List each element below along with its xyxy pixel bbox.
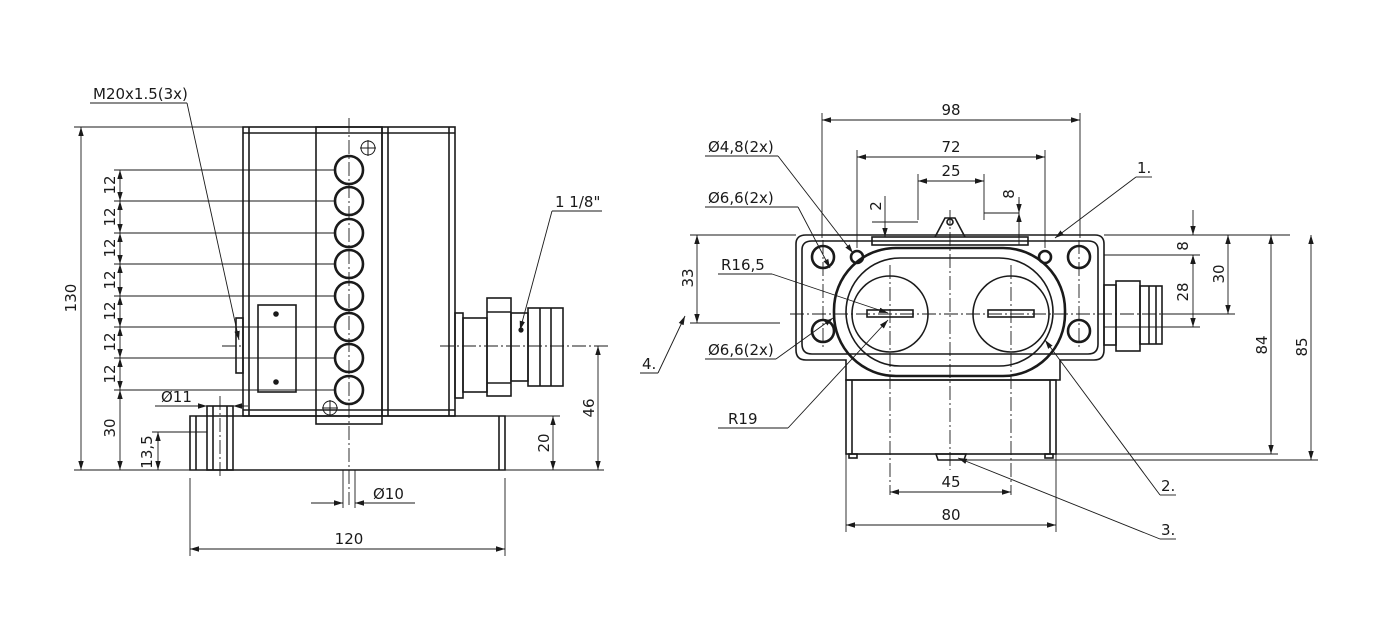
- ref-4: 4.: [642, 355, 656, 373]
- dim-12-3: 12: [101, 238, 119, 257]
- dim-phi10: Ø10: [373, 485, 404, 503]
- ref-1: 1.: [1137, 159, 1151, 177]
- right-connector: [440, 297, 610, 399]
- right-dimensions: 98 72 25 8 2 Ø4,8(2x): [640, 101, 1318, 540]
- dim-r19: R19: [728, 410, 758, 428]
- side-view: 130 12 12 12 12: [62, 85, 610, 556]
- label-window: [257, 304, 297, 393]
- dim-80: 80: [941, 506, 960, 524]
- dim-phi6-6-top: Ø6,6(2x): [708, 189, 774, 207]
- dim-28: 28: [1174, 282, 1192, 301]
- lower-housing: [845, 379, 1057, 461]
- thread-label: M20x1.5(3x): [93, 85, 188, 103]
- flange-outline: [795, 234, 1105, 381]
- dim-8-right: 8: [1174, 241, 1192, 251]
- left-gland: [222, 317, 244, 374]
- dim-130: 130: [62, 284, 80, 313]
- dim-30-left: 30: [101, 418, 119, 437]
- dim-25: 25: [941, 162, 960, 180]
- dim-r16-5: R16,5: [721, 256, 765, 274]
- dim-20: 20: [535, 433, 553, 452]
- dim-85: 85: [1293, 337, 1311, 356]
- dim-8-top: 8: [1000, 189, 1018, 199]
- dim-phi11: Ø11: [161, 388, 192, 406]
- dim-84: 84: [1253, 335, 1271, 354]
- dim-13-5: 13,5: [138, 435, 156, 468]
- base-plate: [189, 396, 506, 478]
- dim-phi6-6-bottom: Ø6,6(2x): [708, 341, 774, 359]
- oval-inner: [845, 257, 1054, 367]
- dim-phi4-8: Ø4,8(2x): [708, 138, 774, 156]
- side-connector: [1103, 280, 1163, 352]
- top-view: 98 72 25 8 2 Ø4,8(2x): [640, 101, 1318, 540]
- ref-2: 2.: [1161, 477, 1175, 495]
- dim-46: 46: [580, 398, 598, 417]
- dim-45: 45: [941, 473, 960, 491]
- ref-3: 3.: [1161, 521, 1175, 539]
- dim-12-2: 12: [101, 207, 119, 226]
- dim-30-right: 30: [1210, 264, 1228, 283]
- center-lines: [790, 210, 1180, 495]
- left-dimensions: 130 12 12 12 12: [62, 85, 604, 556]
- dim-72: 72: [941, 138, 960, 156]
- oval-housing: [832, 246, 1067, 378]
- dim-12-5: 12: [101, 301, 119, 320]
- dim-12-7: 12: [101, 364, 119, 383]
- dim-2: 2: [867, 201, 885, 211]
- dim-98: 98: [941, 101, 960, 119]
- dim-120: 120: [335, 530, 364, 548]
- dim-12-6: 12: [101, 332, 119, 351]
- dim-12-1: 12: [101, 175, 119, 194]
- dim-12-4: 12: [101, 270, 119, 289]
- contact-strip: [315, 118, 383, 505]
- pipe-thread-label: 1 1/8": [555, 193, 600, 211]
- dim-33: 33: [679, 268, 697, 287]
